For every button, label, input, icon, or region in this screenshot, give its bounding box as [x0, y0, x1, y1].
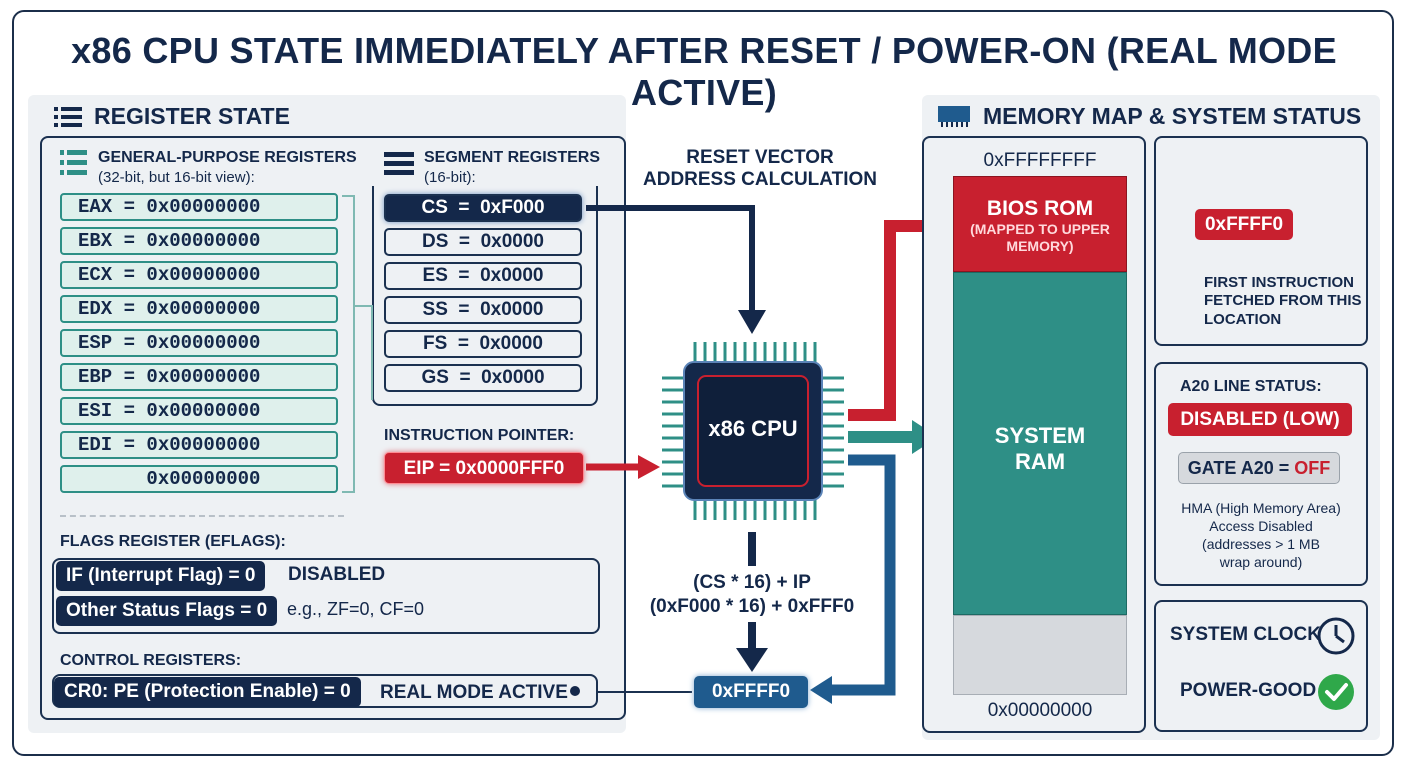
gate-a20-label: GATE A20 =: [1187, 458, 1295, 478]
a20-heading: A20 LINE STATUS:: [1180, 378, 1322, 395]
segment-register: FS = 0x0000: [384, 330, 582, 358]
reset-vector-line1: RESET VECTOR: [686, 147, 834, 168]
result-address: 0xFFFF0: [694, 676, 808, 708]
cr0-register: CR0: PE (Protection Enable) = 0: [54, 677, 361, 707]
register-state-heading: REGISTER STATE: [94, 103, 290, 129]
eip-register: EIP = 0x0000FFF0: [384, 452, 584, 484]
fetch-note-line1: FIRST INSTRUCTION: [1204, 274, 1354, 291]
other-status-flags: Other Status Flags = 0: [56, 596, 278, 626]
gate-a20: GATE A20 = OFF: [1178, 452, 1340, 484]
clock-icon: [1316, 616, 1356, 656]
control-box: [52, 674, 598, 708]
gp-register: EDI = 0x00000000: [60, 431, 338, 459]
fetch-box: [1154, 136, 1368, 346]
reset-vector-line2: ADDRESS CALCULATION: [643, 169, 877, 190]
gp-register: ESP = 0x00000000: [60, 329, 338, 357]
ram-line2: RAM: [1014, 449, 1066, 474]
segment-heading: SEGMENT REGISTERS: [424, 149, 601, 166]
system-ram-block: SYSTEM RAM: [953, 272, 1127, 615]
memory-chip-icon: [936, 104, 972, 128]
a20-box: [1154, 362, 1368, 586]
system-clock-label: SYSTEM CLOCK: [1170, 624, 1321, 645]
page-title: x86 CPU STATE IMMEDIATELY AFTER RESET / …: [71, 30, 1337, 113]
gp-register: EDX = 0x00000000: [60, 295, 338, 323]
bios-sub-line1: (MAPPED TO UPPER: [970, 221, 1110, 237]
gp-subheading: (32-bit, but 16-bit view):: [98, 169, 255, 186]
segment-register: DS = 0x0000: [384, 228, 582, 256]
cs-register: CS = 0xF000: [384, 194, 582, 222]
bottom-address: 0x00000000: [987, 700, 1093, 721]
if-flag-state: DISABLED: [288, 564, 386, 585]
power-good-label: POWER-GOOD: [1180, 680, 1317, 701]
bios-sub-line2: MEMORY): [1006, 238, 1074, 254]
gp-heading: GENERAL-PURPOSE REGISTERS: [98, 149, 357, 166]
memory-map-box: [922, 136, 1146, 733]
a20-note-line2: Access Disabled: [1209, 518, 1313, 534]
ip-heading: INSTRUCTION POINTER:: [384, 427, 575, 444]
gp-register: ECX = 0x00000000: [60, 261, 338, 289]
flags-heading: FLAGS REGISTER (EFLAGS):: [60, 533, 286, 550]
gp-register: ESI = 0x00000000: [60, 397, 338, 425]
register-state-box: [40, 136, 626, 720]
fetch-note-line3: LOCATION: [1204, 311, 1282, 328]
a20-note-line3: (addresses > 1 MB: [1202, 536, 1320, 552]
cpu-chip: x86 CPU: [660, 340, 846, 522]
gp-stack-icon: [60, 150, 88, 176]
formula-line1: (CS * 16) + IP: [693, 572, 811, 593]
fetch-address: 0xFFFF0: [1195, 209, 1293, 240]
segment-stack-icon: [384, 152, 414, 176]
a20-note-line1: HMA (High Memory Area): [1181, 500, 1341, 516]
formula-line2: (0xF000 * 16) + 0xFFF0: [649, 596, 855, 617]
power-good-check-icon: [1316, 672, 1356, 712]
gp-register: EBP = 0x00000000: [60, 363, 338, 391]
low-memory-block: [953, 615, 1127, 695]
control-heading: CONTROL REGISTERS:: [60, 652, 242, 669]
segment-register: GS = 0x0000: [384, 364, 582, 392]
a20-status: DISABLED (LOW): [1168, 403, 1352, 436]
other-flags-note: e.g., ZF=0, CF=0: [287, 599, 425, 619]
list-icon: [54, 106, 84, 128]
a20-note-line4: wrap around): [1219, 554, 1303, 570]
segment-register: SS = 0x0000: [384, 296, 582, 324]
memory-heading: MEMORY MAP & SYSTEM STATUS: [983, 103, 1362, 129]
divider: [60, 515, 344, 517]
gp-register: EBX = 0x00000000: [60, 227, 338, 255]
flags-box: [52, 558, 600, 634]
bios-label: BIOS ROM: [986, 197, 1094, 220]
fetch-note-line2: FETCHED FROM THIS: [1204, 292, 1362, 309]
gp-register: 0x00000000: [60, 465, 338, 493]
top-address: 0xFFFFFFFF: [983, 150, 1097, 171]
bios-rom-block: BIOS ROM (MAPPED TO UPPER MEMORY): [953, 176, 1127, 272]
mode-label: REAL MODE ACTIVE: [380, 682, 568, 703]
gp-register: EAX = 0x00000000: [60, 193, 338, 221]
segment-register: ES = 0x0000: [384, 262, 582, 290]
cpu-label: x86 CPU: [708, 416, 798, 441]
gate-a20-value: OFF: [1294, 458, 1331, 478]
system-status-box: [1154, 600, 1368, 732]
ram-line1: SYSTEM: [994, 423, 1086, 448]
segment-subheading: (16-bit):: [424, 169, 476, 186]
if-flag: IF (Interrupt Flag) = 0: [56, 561, 266, 591]
segment-registers-box: [372, 186, 598, 406]
mode-dot: [570, 686, 580, 696]
